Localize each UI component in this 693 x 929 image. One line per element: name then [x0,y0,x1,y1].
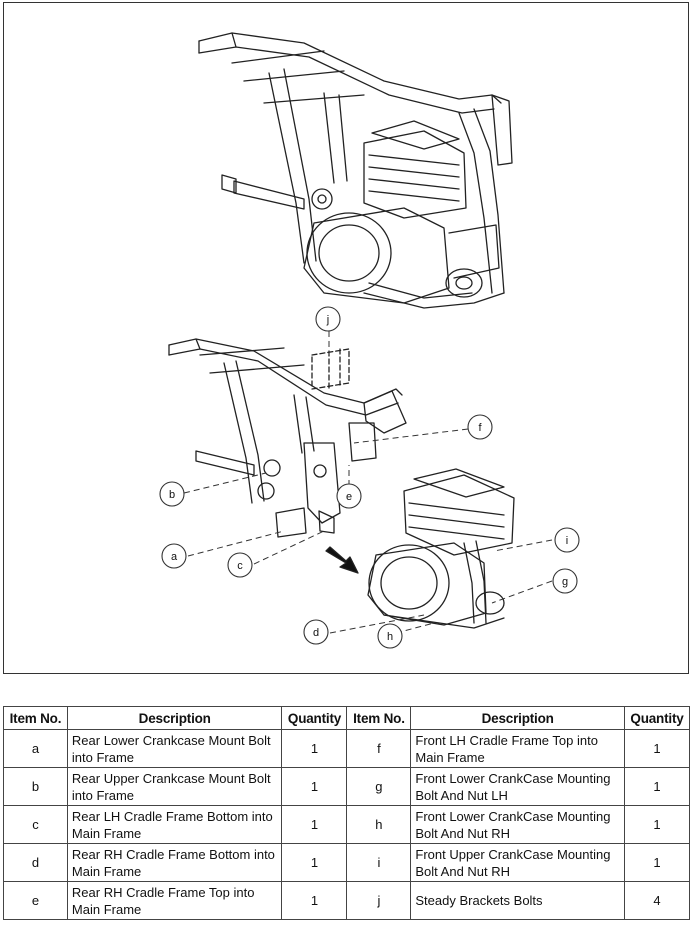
svg-text:f: f [478,422,482,434]
description: Steady Brackets Bolts [410,881,625,920]
callout-j: j [315,306,341,332]
item-no: c [3,805,68,844]
description: Rear RH Cradle Frame Top into Main Frame [66,881,283,920]
svg-text:g: g [562,576,568,588]
assembled-frame-drawing [198,32,513,309]
exploded-frame-drawing [168,338,407,538]
item-no: b [3,767,68,806]
engine-drawing [367,468,515,629]
header-description: Description [66,706,283,730]
table-row: d Rear RH Cradle Frame Bottom into Main … [3,843,691,882]
frame-engine-illustration: j f b e a c i [159,32,580,649]
quantity: 1 [281,767,348,806]
quantity: 1 [623,729,691,768]
svg-text:j: j [326,314,329,326]
callout-b: b [159,481,185,507]
item-no: g [346,767,412,806]
table-row: e Rear RH Cradle Frame Top into Main Fra… [3,881,691,920]
direction-arrow-icon [325,546,359,574]
table-row: b Rear Upper Crankcase Mount Bolt into F… [3,767,691,806]
table-row: a Rear Lower Crankcase Mount Bolt into F… [3,729,691,768]
description: Front Upper CrankCase Mounting Bolt And … [410,843,625,882]
header-description-2: Description [410,706,625,730]
item-no: a [3,729,68,768]
callout-e: e [336,483,362,509]
header-item-no-2: Item No. [346,706,412,730]
callout-c: c [227,552,253,578]
table-header-row: Item No. Description Quantity Item No. D… [3,706,691,730]
header-quantity: Quantity [281,706,348,730]
item-no: f [346,729,412,768]
description: Rear LH Cradle Frame Bottom into Main Fr… [66,805,283,844]
header-item-no: Item No. [3,706,68,730]
item-no: e [3,881,68,920]
header-quantity-2: Quantity [623,706,691,730]
callout-d: d [303,619,329,645]
item-no: j [346,881,412,920]
parts-table: Item No. Description Quantity Item No. D… [3,706,691,920]
quantity: 1 [281,805,348,844]
description: Front Lower CrankCase Mounting Bolt And … [410,767,625,806]
description: Front Lower CrankCase Mounting Bolt And … [410,805,625,844]
description: Rear Lower Crankcase Mount Bolt into Fra… [66,729,283,768]
quantity: 1 [281,843,348,882]
quantity: 4 [623,881,691,920]
svg-text:a: a [171,551,178,563]
callout-f: f [467,414,493,440]
quantity: 1 [281,729,348,768]
quantity: 1 [623,805,691,844]
svg-text:i: i [566,535,568,547]
description: Front LH Cradle Frame Top into Main Fram… [410,729,625,768]
exploded-diagram-figure: j f b e a c i [3,2,689,674]
quantity: 1 [623,767,691,806]
svg-text:d: d [313,627,319,639]
item-no: h [346,805,412,844]
svg-text:c: c [237,560,243,572]
callout-leaders [183,331,553,634]
callout-a: a [161,543,187,569]
svg-text:h: h [387,631,393,643]
callout-h: h [377,623,403,649]
callout-g: g [552,568,578,594]
item-no: i [346,843,412,882]
item-no: d [3,843,68,882]
quantity: 1 [281,881,348,920]
description: Rear RH Cradle Frame Bottom into Main Fr… [66,843,283,882]
svg-text:b: b [169,489,175,501]
callout-i: i [554,527,580,553]
quantity: 1 [623,843,691,882]
svg-text:e: e [346,491,352,503]
description: Rear Upper Crankcase Mount Bolt into Fra… [66,767,283,806]
table-row: c Rear LH Cradle Frame Bottom into Main … [3,805,691,844]
